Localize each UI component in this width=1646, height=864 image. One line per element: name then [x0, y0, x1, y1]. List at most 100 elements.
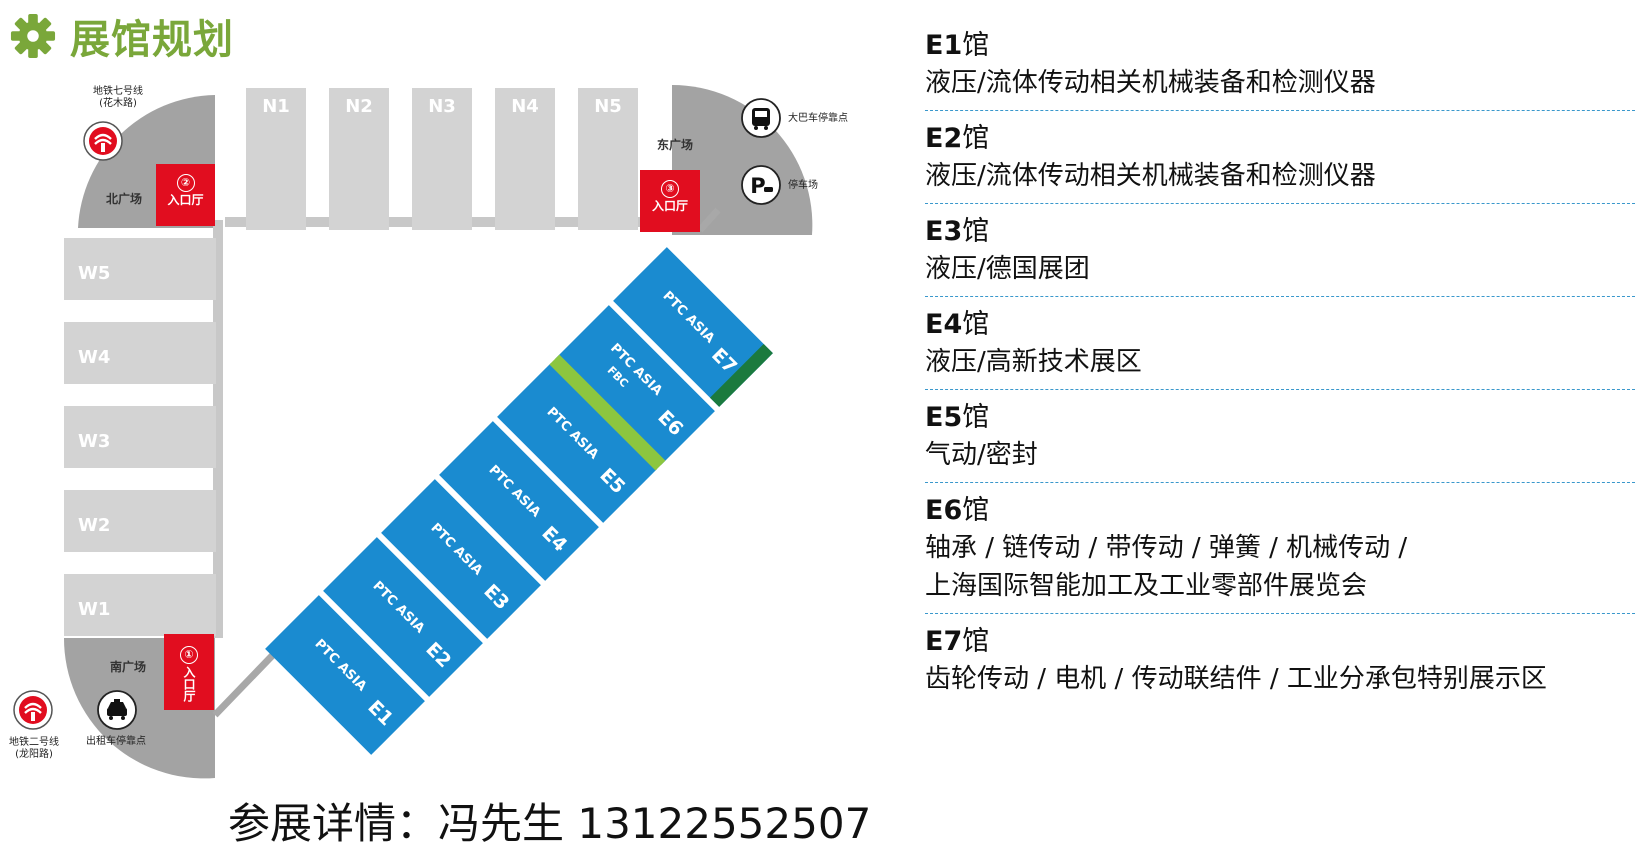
page-title: 展馆规划	[10, 8, 234, 64]
east-hall-e3: PTC ASIA E3	[381, 479, 541, 639]
legend-hall-id: E5	[925, 402, 963, 433]
west-hall-label: W4	[78, 347, 110, 368]
legend-hall-id: E4	[925, 309, 963, 340]
legend-item-e2: E2馆液压/流体传动相关机械装备和检测仪器	[925, 117, 1635, 204]
south-plaza-label: 南广场	[110, 660, 147, 674]
east-hall-e4: PTC ASIA E4	[439, 421, 599, 581]
legend-hall-suffix: 馆	[962, 402, 990, 433]
north-hall-n3: N3	[412, 88, 472, 230]
entrance-text: 入口厅	[651, 199, 688, 213]
svg-text:P: P	[750, 174, 765, 198]
east-plaza	[672, 84, 813, 235]
legend-hall-suffix: 馆	[962, 216, 990, 247]
legend-item-e5: E5馆气动/密封	[925, 396, 1635, 483]
legend-hall-id: E1	[925, 30, 963, 61]
north-hall-label: N5	[594, 96, 622, 117]
legend-item-e6: E6馆轴承 / 链传动 / 带传动 / 弹簧 / 机械传动 / 上海国际智能加工及…	[925, 489, 1635, 614]
legend-hall-name: E1馆	[925, 28, 1635, 64]
entrance-1-label: ① 入口厅	[164, 646, 214, 706]
west-hall-label: W1	[78, 599, 110, 620]
taxi-stop-label: 出租车停靠点	[86, 736, 146, 747]
north-hall-n1: N1	[246, 88, 306, 230]
dark-green-strip	[709, 343, 773, 407]
legend-hall-suffix: 馆	[962, 495, 990, 526]
legend-hall-suffix: 馆	[962, 626, 990, 657]
legend-hall-suffix: 馆	[962, 309, 990, 340]
west-hall-label: W5	[78, 263, 110, 284]
legend-hall-description: 液压/流体传动相关机械装备和检测仪器	[925, 161, 1376, 191]
metro2-name: 地铁二号线	[9, 737, 59, 748]
legend-hall-suffix: 馆	[962, 123, 990, 154]
north-hall-n4: N4	[495, 88, 555, 230]
legend-hall-description: 上海国际智能加工及工业零部件展览会	[925, 571, 1368, 601]
legend-hall-description: 气动/密封	[925, 440, 1038, 470]
east-hall-e5: PTC ASIA E5	[497, 363, 657, 523]
metro7-name: 地铁七号线	[93, 86, 143, 97]
north-hall-n5: N5	[578, 88, 638, 230]
north-hall-label: N3	[428, 96, 456, 117]
metro-icon	[83, 121, 123, 161]
legend-hall-description: 液压/高新技术展区	[925, 347, 1142, 377]
west-hall-w4: W4	[64, 322, 216, 384]
legend-hall-name: E7馆	[925, 624, 1635, 660]
legend-hall-description: 齿轮传动 / 电机 / 传动联结件 / 工业分承包特别展示区	[925, 664, 1547, 694]
venue-map-graphic: N1 N2 N3 N4 N5 W5 W4 W3 W2 W1 PTC ASIA E…	[13, 84, 813, 779]
west-hall-w3: W3	[64, 406, 216, 468]
metro7-label: 地铁七号线 (花木路)	[80, 86, 156, 110]
contact-info: 参展详情：冯先生 13122552507	[228, 799, 872, 848]
legend-hall-description: 液压/德国展团	[925, 254, 1090, 284]
north-hall-label: N4	[511, 96, 539, 117]
entrance-text: 入口厅	[182, 666, 196, 702]
bus-stop-label: 大巴车停靠点	[788, 113, 848, 124]
fbc-strip	[549, 354, 666, 471]
legend-item-e7: E7馆齿轮传动 / 电机 / 传动联结件 / 工业分承包特别展示区	[925, 620, 1635, 706]
east-hall-e6: PTC ASIA FBC E6	[549, 305, 715, 471]
metro7-station: (花木路)	[99, 98, 137, 109]
legend-item-e4: E4馆液压/高新技术展区	[925, 303, 1635, 390]
gear-icon	[10, 13, 56, 59]
legend-hall-name: E5馆	[925, 400, 1635, 436]
connector-east	[697, 207, 721, 233]
north-plaza-label: 北广场	[106, 192, 143, 206]
legend-hall-id: E2	[925, 123, 963, 154]
metro2-label: 地铁二号线 (龙阳路)	[0, 737, 68, 761]
parking-icon: P	[741, 165, 781, 205]
north-hall-label: N2	[345, 96, 373, 117]
venue-map: N1 N2 N3 N4 N5 W5 W4 W3 W2 W1 PTC ASIA E…	[0, 70, 900, 790]
legend-hall-id: E6	[925, 495, 963, 526]
legend-hall-suffix: 馆	[962, 30, 990, 61]
legend-hall-description: 轴承 / 链传动 / 带传动 / 弹簧 / 机械传动 /	[925, 533, 1408, 563]
entrance-text: 入口厅	[167, 193, 204, 207]
legend-hall-name: E4馆	[925, 307, 1635, 343]
legend-item-e1: E1馆液压/流体传动相关机械装备和检测仪器	[925, 24, 1635, 111]
metro2-station: (龙阳路)	[15, 749, 53, 760]
east-hall-e1: PTC ASIA E1	[265, 595, 425, 755]
taxi-icon	[97, 690, 137, 730]
legend-hall-id: E7	[925, 626, 963, 657]
north-hall-label: N1	[262, 96, 290, 117]
legend-hall-name: E3馆	[925, 214, 1635, 250]
entrance-number: ③	[661, 180, 679, 198]
entrance-number: ②	[176, 174, 195, 192]
east-plaza-label: 东广场	[657, 138, 694, 152]
legend-hall-name: E6馆	[925, 493, 1635, 529]
legend-hall-description: 液压/流体传动相关机械装备和检测仪器	[925, 68, 1376, 98]
parking-label: 停车场	[788, 180, 818, 191]
west-hall-w2: W2	[64, 490, 216, 552]
north-hall-n2: N2	[329, 88, 389, 230]
east-hall-e2: PTC ASIA E2	[323, 537, 483, 697]
west-hall-label: W2	[78, 515, 110, 536]
legend-item-e3: E3馆液压/德国展团	[925, 210, 1635, 297]
legend-hall-name: E2馆	[925, 121, 1635, 157]
entrance-number: ①	[180, 646, 198, 664]
metro-icon	[13, 690, 53, 730]
east-hall-e7: PTC ASIA E7	[613, 247, 773, 407]
entrance-2-label: ② 入口厅	[156, 174, 215, 208]
west-hall-w1: W1	[64, 574, 216, 636]
west-hall-w5: W5	[64, 238, 216, 300]
entrance-3-label: ③ 入口厅	[640, 180, 700, 214]
west-hall-label: W3	[78, 431, 110, 452]
legend-hall-id: E3	[925, 216, 963, 247]
bus-icon	[741, 98, 781, 138]
